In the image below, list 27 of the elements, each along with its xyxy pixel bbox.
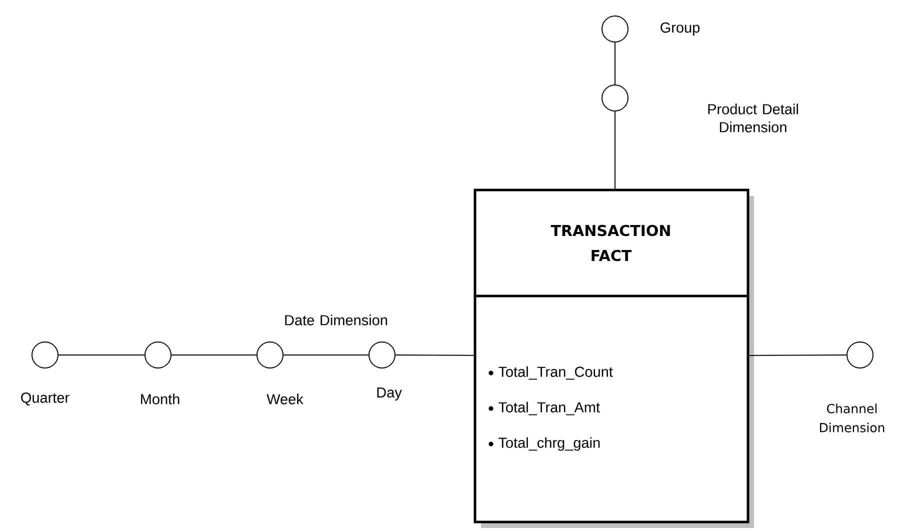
table-box <box>474 188 754 528</box>
attribute-item: Total_Tran_Amt <box>498 402 600 416</box>
connector-line <box>614 42 616 85</box>
circle-label: Week <box>266 394 304 404</box>
connector-line <box>748 354 847 356</box>
group-label: Product Detail Dimension <box>708 104 798 132</box>
connector-line <box>395 354 474 356</box>
attribute-circle <box>602 84 628 112</box>
attribute-circle <box>368 342 402 400</box>
attribute-item: Total_chrg_gain <box>498 437 600 451</box>
group-label: Date Dimension <box>285 314 388 326</box>
attribute-circle <box>602 16 700 42</box>
connector-line <box>171 354 257 356</box>
circle-label: Channel Dimension <box>820 404 884 432</box>
attribute-circle <box>141 342 180 404</box>
attribute-item: Total_Tran_Count <box>498 366 613 380</box>
attribute-circle <box>21 342 70 406</box>
attribute-circle <box>256 342 304 404</box>
circle-label: Day <box>377 388 402 400</box>
circle-label: Quarter <box>21 392 70 406</box>
connector-line <box>283 354 369 356</box>
table-title: TRANSACTION FACT <box>550 224 670 262</box>
circle-label: Month <box>141 394 180 404</box>
circle-label: Group <box>660 22 700 36</box>
attribute-circle <box>820 342 884 432</box>
connector-line <box>614 111 616 190</box>
connector-line <box>58 354 145 356</box>
